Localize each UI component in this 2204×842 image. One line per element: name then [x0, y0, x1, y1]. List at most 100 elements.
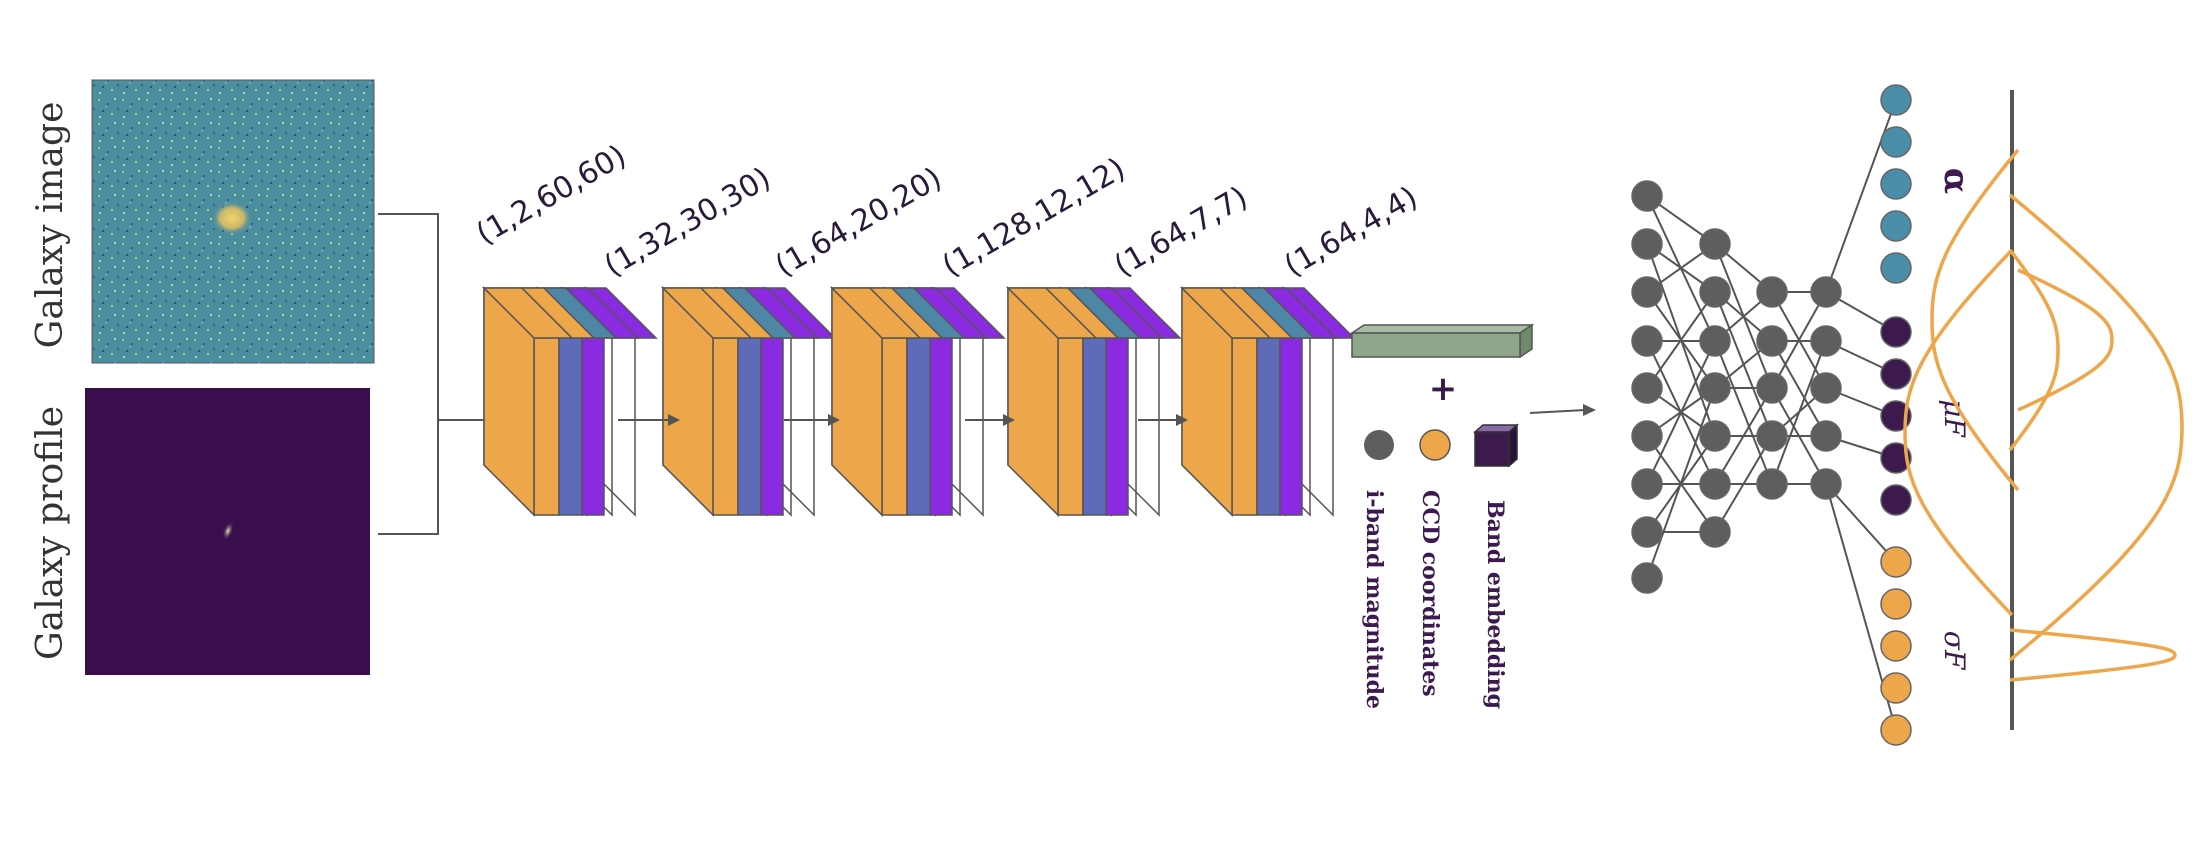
hidden-node — [1810, 372, 1842, 404]
alpha-label: α — [1936, 168, 1976, 194]
mlp-edges — [1646, 99, 1897, 731]
mlp-edge — [1646, 340, 1716, 485]
mlp-edge — [1646, 291, 1716, 389]
hidden-node — [1631, 562, 1663, 594]
hidden-node — [1631, 276, 1663, 308]
conv-face — [558, 337, 583, 516]
hidden-node — [1756, 276, 1788, 308]
mu-output-node — [1880, 442, 1912, 474]
hidden-node — [1631, 420, 1663, 452]
conv-top — [1006, 287, 1164, 339]
mixture-component-curve — [2008, 248, 2060, 452]
hidden-node — [1756, 468, 1788, 500]
mlp-edge — [1714, 340, 1773, 485]
layer-shape-label: (1,2,60,60) — [471, 138, 633, 252]
mu-output-node — [1880, 484, 1912, 516]
hidden-node — [1631, 468, 1663, 500]
mlp-edge — [1714, 435, 1773, 533]
conv-top — [1180, 287, 1338, 339]
mlp-nodes — [1631, 84, 1912, 746]
hidden-node — [1699, 228, 1731, 260]
conv-block — [661, 286, 837, 517]
sigma-output-node — [1880, 672, 1912, 704]
hidden-node — [1631, 180, 1663, 212]
flow-arrow — [1138, 414, 1188, 426]
conv-top — [661, 287, 819, 339]
conv-face — [1105, 337, 1129, 516]
mixture-component-curve — [2009, 628, 2177, 682]
galaxy-profile-panel — [85, 388, 370, 675]
hidden-node — [1810, 325, 1842, 357]
layer-shape-label: (1,32,30,30) — [599, 161, 777, 284]
hidden-node — [1631, 228, 1663, 260]
hidden-node — [1756, 325, 1788, 357]
conv-face — [581, 337, 605, 516]
hidden-node — [1699, 325, 1731, 357]
alpha-output-node — [1880, 84, 1912, 116]
conv-face — [1082, 337, 1107, 516]
sigma-output-node — [1880, 630, 1912, 662]
conv-block — [1180, 286, 1356, 517]
sigma-output-node — [1880, 546, 1912, 578]
mixture-component-curve — [2017, 268, 2114, 412]
mixture-plot — [1903, 90, 2184, 730]
plus-sign: + — [1429, 369, 1458, 409]
galaxy-profile-label: Galaxy profile — [30, 406, 71, 660]
purple-cube-icon — [1473, 423, 1519, 468]
flow-arrow — [784, 414, 840, 426]
mu-output-node — [1880, 358, 1912, 390]
galaxy-image-label: Galaxy image — [30, 102, 71, 349]
sigma-output-node — [1880, 588, 1912, 620]
conv-face — [1231, 337, 1258, 516]
conv-face — [760, 337, 784, 516]
conv-block — [482, 286, 658, 517]
conv-block — [1006, 286, 1182, 517]
hidden-node — [1756, 372, 1788, 404]
hidden-node — [1699, 276, 1731, 308]
cnn-blocks — [482, 286, 1356, 517]
mlp-edge — [1714, 387, 1773, 485]
mlp-edge — [1771, 340, 1827, 485]
mixture-component-curve — [1903, 248, 2014, 617]
mlp-edge — [1771, 340, 1827, 437]
layer-shape-label: (1,64,4,4) — [1279, 180, 1424, 284]
hidden-node — [1631, 325, 1663, 357]
conv-face — [533, 337, 560, 516]
conv-face — [1057, 337, 1084, 516]
mixture-component-curve — [2008, 193, 2184, 662]
conv-face — [712, 337, 739, 516]
alpha-output-node — [1880, 210, 1912, 242]
mlp-arrow — [1529, 404, 1596, 416]
flow-arrow — [618, 414, 680, 426]
mlp-edge — [1771, 291, 1827, 389]
hidden-node — [1699, 372, 1731, 404]
layer-shape-label: (1,64,20,20) — [770, 161, 948, 284]
mlp-edge — [1825, 483, 1897, 563]
conv-face — [881, 337, 908, 516]
orange-circle-icon — [1419, 429, 1451, 461]
extra-label-band: Band embedding — [1482, 500, 1508, 709]
layer-shape-label: (1,64,7,7) — [1109, 180, 1254, 284]
hidden-node — [1699, 420, 1731, 452]
sigma-output-node — [1880, 714, 1912, 746]
embedding-bar — [1349, 323, 1535, 359]
gray-circle-icon — [1364, 430, 1394, 460]
mixture-component-curve — [1930, 148, 2020, 492]
hidden-node — [1699, 468, 1731, 500]
conv-top — [482, 287, 640, 339]
hidden-node — [1699, 516, 1731, 548]
conv-face — [1256, 337, 1281, 516]
extra-label-ccd: CCD coordinates — [1417, 490, 1443, 697]
mixture-curves — [1903, 148, 2184, 682]
galaxy-image-panel — [91, 79, 375, 364]
conv-top — [830, 287, 988, 339]
mlp-edge — [1646, 387, 1716, 579]
mu-output-node — [1880, 316, 1912, 348]
conv-face — [929, 337, 953, 516]
alpha-output-node — [1880, 252, 1912, 284]
conv-block — [830, 286, 1006, 517]
conv-face — [1279, 337, 1303, 516]
flow-arrow — [965, 414, 1015, 426]
extra-label-mag: i-band magnitude — [1361, 490, 1387, 709]
